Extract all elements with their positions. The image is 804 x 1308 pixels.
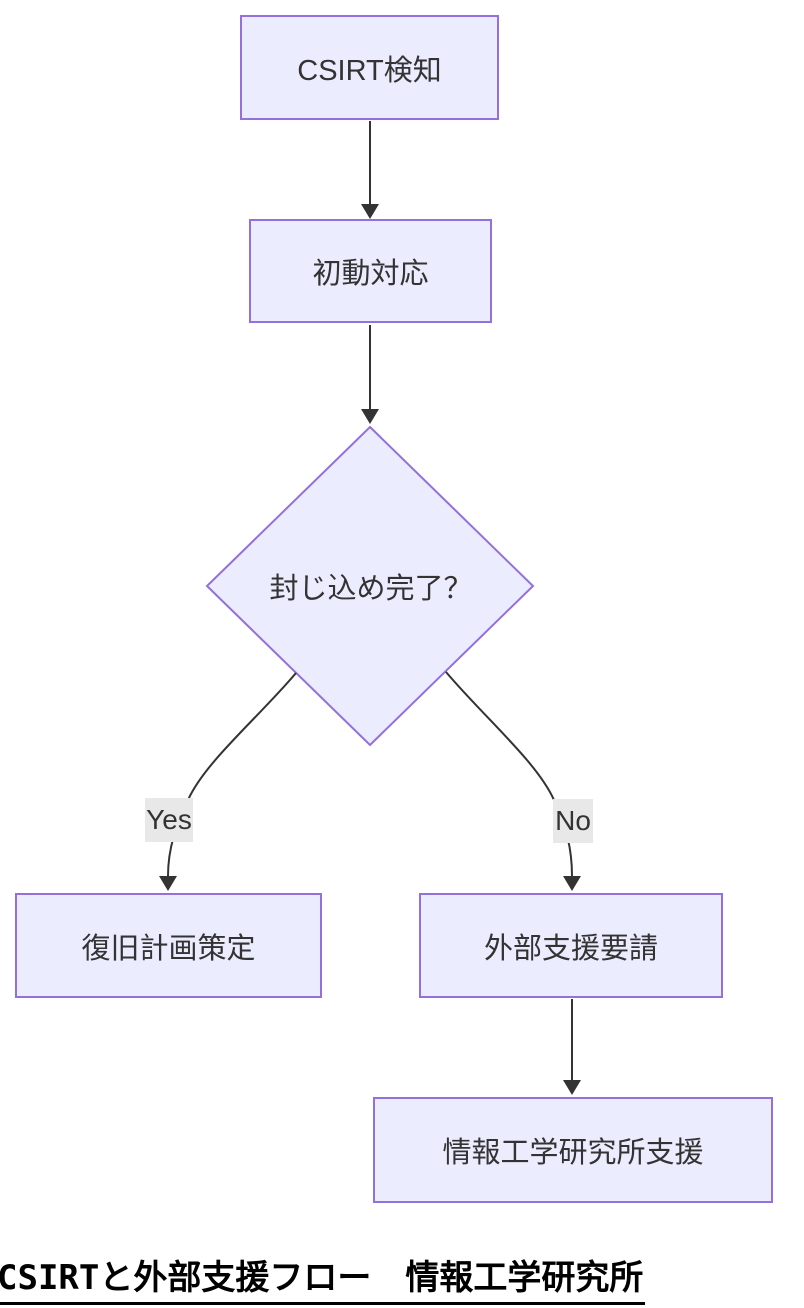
edge-label-no: No (553, 799, 593, 843)
diagram-caption: CSIRTと外部支援フロー 情報工学研究所 (0, 1250, 646, 1305)
node-containment-decision-label: 封じ込め完了？ (269, 573, 473, 605)
node-csirt-detect: CSIRT検知 (240, 15, 499, 120)
node-initial-response: 初動対応 (249, 219, 492, 323)
edge-containment-recovery (167, 672, 297, 877)
edge-containment-external (445, 671, 573, 877)
arrowhead-external-support (563, 1080, 581, 1095)
arrowhead-containment-external (563, 876, 581, 891)
node-recovery-planning: 復旧計画策定 (15, 893, 322, 998)
node-external-support-request: 外部支援要請 (419, 893, 723, 998)
node-institute-support: 情報工学研究所支援 (373, 1097, 773, 1203)
arrowhead-containment-recovery (159, 876, 177, 891)
edge-label-yes: Yes (145, 798, 193, 842)
arrowhead-initial-containment (361, 409, 379, 424)
arrowhead-detect-initial (361, 204, 379, 219)
diamond-shape-containment (205, 425, 535, 747)
